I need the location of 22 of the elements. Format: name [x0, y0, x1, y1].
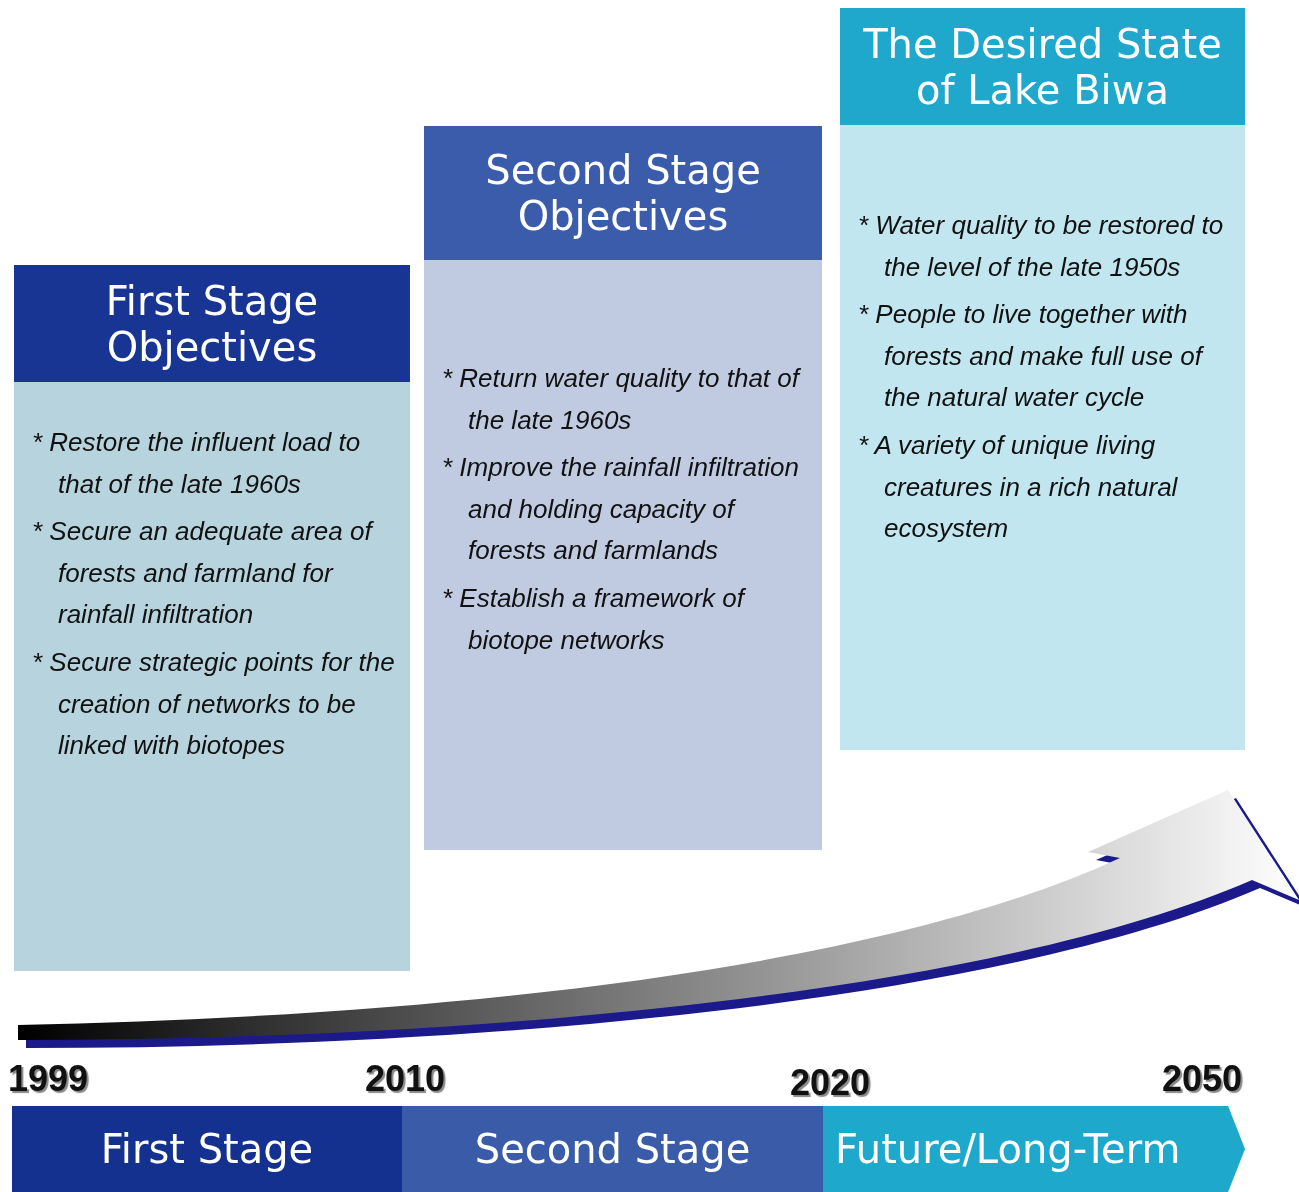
objective-text: * Restore the influent load to that of the late 1960s — [32, 426, 362, 501]
year-label: 2050 — [1162, 1058, 1243, 1100]
stage-bar: First Stage — [12, 1106, 402, 1192]
stage-panel — [424, 126, 822, 850]
objective-text: * People to live together with forests and make full use of the natural water cycle — [858, 298, 1205, 415]
stage-bar: Second Stage — [402, 1106, 823, 1192]
objective-text: * Establish a framework of biotope networks — [442, 581, 747, 657]
stage-heading: First Stage Objectives — [14, 265, 410, 382]
year-label: 2020 — [790, 1062, 871, 1104]
objective-text: * Secure strategic points for the creation of networks to be linked with biotopes — [32, 645, 396, 763]
year-label: 2010 — [365, 1058, 446, 1100]
stage-heading: The Desired State of Lake Biwa — [840, 8, 1245, 125]
objective-text: * Water quality to be restored to the level of the late 1950s — [858, 209, 1225, 284]
stage-panel — [14, 265, 410, 971]
stage-bar: Future/Long-Term — [823, 1106, 1245, 1192]
objective-text: * Improve the rainfall infiltration and holding capacity of forests and farmlands — [442, 451, 800, 568]
objective-text: * Secure an adequate area of forests and farmland for rainfall infiltration — [32, 515, 375, 632]
objective-text: * Return water quality to that of the late 1960s — [442, 362, 802, 437]
objective-text: * A variety of unique living creatures in a rich natural ecosystem — [858, 428, 1179, 546]
stage-heading: Second Stage Objectives — [424, 126, 822, 260]
year-label: 1999 — [8, 1058, 89, 1100]
stage-panel — [840, 8, 1245, 750]
